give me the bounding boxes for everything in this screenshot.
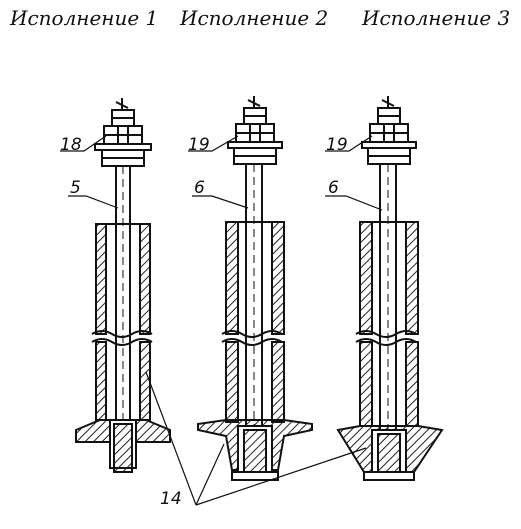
callout-19-variant-2: 19 — [188, 135, 210, 155]
tube-wall-left-1 — [95, 223, 107, 335]
callout-6-variant-3: 6 — [328, 178, 339, 198]
variant-2-assembly — [197, 96, 313, 481]
callout-14: 14 — [160, 489, 182, 509]
variant-1-assembly — [75, 98, 171, 473]
callout-19-variant-3: 19 — [326, 135, 348, 155]
tube-wall-right-1 — [139, 223, 151, 335]
variant-3-title: Исполнение 3 — [362, 6, 511, 30]
callout-18: 18 — [60, 135, 82, 155]
variant-3-assembly — [336, 96, 444, 481]
leader-lines — [60, 135, 383, 506]
callout-6-variant-2: 6 — [194, 178, 205, 198]
variant-titles: Исполнение 1 Исполнение 2 Исполнение 3 — [0, 6, 521, 36]
variant-2-title: Исполнение 2 — [180, 6, 329, 30]
callout-5: 5 — [70, 178, 81, 198]
variant-1-title: Исполнение 1 — [10, 6, 159, 30]
